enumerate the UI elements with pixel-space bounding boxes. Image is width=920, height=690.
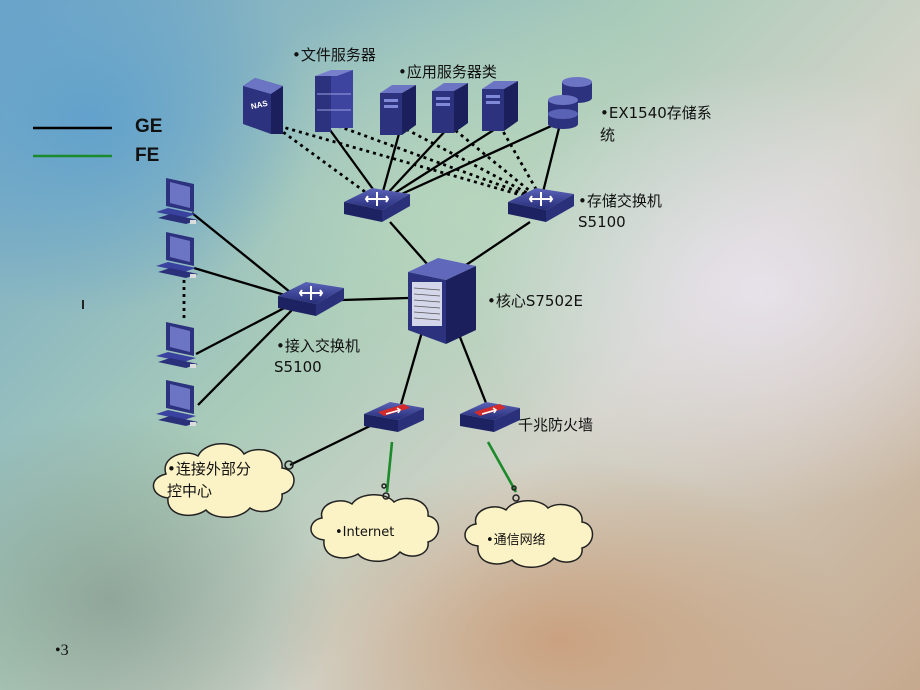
pc-icon-3 <box>156 322 198 368</box>
link-switch2-storage <box>540 123 562 197</box>
link-core-firewall-right <box>456 331 490 409</box>
ge-links <box>191 120 562 467</box>
core-switch-icon <box>408 258 476 344</box>
access-switch-label-line1: •接入交换机 <box>276 337 360 355</box>
app-server-label: •应用服务器类 <box>398 63 497 81</box>
link-access-pc4 <box>197 309 293 406</box>
dotted-link-nas-switch2 <box>271 122 529 199</box>
link-switch1-storage <box>394 120 561 199</box>
legend-fe-label: FE <box>135 145 160 166</box>
link-switch1-app-server-3 <box>389 125 501 197</box>
dotted-link-nas-switch1 <box>271 122 373 199</box>
storage-system-label-line2: 统 <box>600 126 616 144</box>
nas-icon: NAS <box>243 78 283 134</box>
storage-database-icon <box>548 77 592 129</box>
external-center-label-line1: •连接外部分 <box>167 460 251 478</box>
switch-icon-storage <box>508 188 574 222</box>
link-firewall-external <box>289 423 373 467</box>
fe-links <box>385 441 518 493</box>
firewall-icon-right <box>460 402 520 432</box>
firewall-label: 千兆防火墙 <box>518 416 594 434</box>
pc-icon-1 <box>156 178 198 224</box>
cloud-external-control-center <box>152 443 295 518</box>
dotted-link-file-switch2 <box>337 124 531 198</box>
link-switch2-core <box>465 221 531 266</box>
cloud-telecom-network <box>464 485 594 568</box>
link-switch1-file-server <box>329 129 379 197</box>
storage-system-label-line1: •EX1540存储系 <box>600 104 712 122</box>
external-connector-dot <box>284 460 294 470</box>
fe-link-telecom <box>486 441 518 493</box>
dotted-link-app3-switch2 <box>498 125 542 197</box>
legend <box>33 126 112 158</box>
app-server-icon-2 <box>432 83 468 133</box>
storage-switch-label-line2: S5100 <box>578 213 626 231</box>
fe-link-internet <box>385 441 394 493</box>
cloud-internet <box>310 483 440 562</box>
dotted-link-app2-switch2 <box>449 124 537 198</box>
firewall-icon-left <box>364 402 424 432</box>
stray-mark <box>82 300 84 309</box>
file-server-icon <box>315 70 353 132</box>
app-server-icon-3 <box>482 81 518 131</box>
pc-icon-2 <box>156 232 198 278</box>
telecom-network-label: •通信网络 <box>486 533 546 548</box>
file-server-label: •文件服务器 <box>292 46 376 64</box>
core-switch-label: •核心S7502E <box>487 292 584 310</box>
link-access-pc2 <box>193 266 289 298</box>
app-server-icon-1 <box>380 85 416 135</box>
external-center-label-line2: 控中心 <box>167 482 213 500</box>
storage-switch-label-line1: •存储交换机 <box>578 192 662 210</box>
link-core-firewall-left <box>398 331 424 409</box>
dotted-links <box>182 122 542 322</box>
link-switch1-app-server-2 <box>385 127 449 196</box>
switch-icon-access <box>278 282 344 316</box>
link-access-pc3 <box>195 303 291 356</box>
internet-label: •Internet <box>335 525 395 540</box>
link-access-core <box>341 296 409 302</box>
link-switch1-core <box>389 221 429 266</box>
access-switch-label-line2: S5100 <box>274 358 322 376</box>
link-access-pc1 <box>191 212 291 293</box>
page-number: •3 <box>55 642 69 659</box>
legend-ge-label: GE <box>135 116 163 137</box>
pc-icon-4 <box>156 380 198 426</box>
switch-icon-server <box>344 188 410 222</box>
link-switch1-app-server-1 <box>380 129 402 196</box>
svg-text:NAS: NAS <box>250 99 269 111</box>
